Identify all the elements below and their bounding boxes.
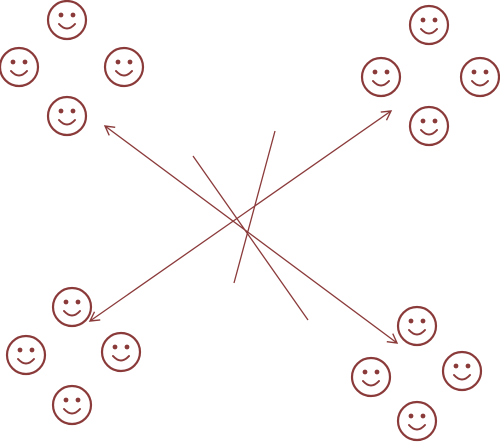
smiley-face-icon — [350, 356, 392, 398]
smiley-face-icon — [441, 350, 483, 392]
smiley-face-icon — [408, 105, 450, 147]
face-group-top-right — [360, 4, 500, 147]
smiley-face-icon — [51, 286, 93, 328]
smiley-face-icon — [103, 46, 145, 88]
connector-bl-tr — [88, 110, 393, 322]
face-group-bottom-right — [350, 305, 483, 442]
smiley-face-icon — [396, 400, 438, 442]
connector-tl-br — [103, 125, 399, 344]
smiley-face-icon — [100, 331, 142, 373]
smiley-face-icon — [408, 4, 450, 46]
smiley-face-icon — [46, 0, 88, 41]
smiley-face-icon — [360, 56, 402, 98]
smiley-face-icon — [46, 95, 88, 137]
face-group-top-left — [0, 0, 145, 137]
connector-plain-1 — [233, 130, 276, 284]
smiley-face-icon — [0, 46, 40, 88]
smiley-face-icon — [51, 384, 93, 426]
connector-plain-2 — [192, 155, 309, 321]
face-group-bottom-left — [5, 286, 142, 426]
smiley-face-icon — [5, 334, 47, 376]
connectors — [88, 110, 399, 344]
smiley-face-icon — [396, 305, 438, 347]
smiley-face-icon — [459, 56, 500, 98]
